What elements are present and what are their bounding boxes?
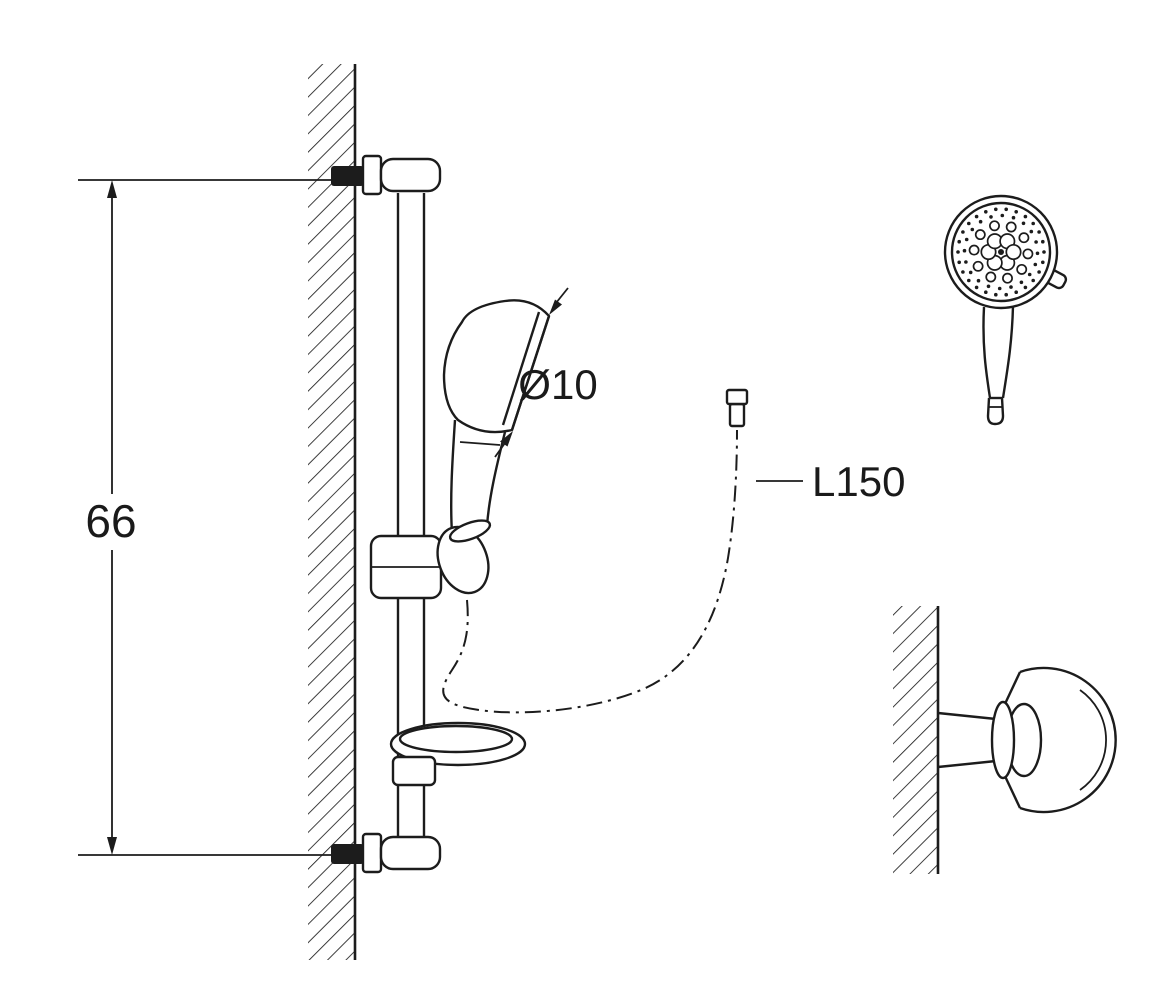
wall-hatch-left bbox=[308, 64, 355, 960]
bar-height-label: 66 bbox=[85, 495, 136, 547]
shower-hose bbox=[442, 388, 749, 714]
hose-length-label: L150 bbox=[812, 458, 905, 505]
stem-flange bbox=[990, 700, 1016, 780]
slide-bar-assembly bbox=[331, 154, 442, 874]
wall-left bbox=[308, 64, 357, 960]
soap-dish bbox=[389, 721, 527, 787]
hose-connector bbox=[728, 402, 746, 428]
knob-highlight-crescent bbox=[1079, 689, 1107, 791]
hose-dashdot-curve bbox=[442, 429, 738, 714]
front-view-handle bbox=[982, 305, 1015, 426]
wall-bracket-side-view bbox=[893, 606, 1117, 874]
bottom-wall-anchor bbox=[331, 844, 364, 864]
dimension-bar-height: 66 bbox=[78, 179, 344, 856]
wall-hatch-right bbox=[893, 606, 938, 874]
hand-shower-side-view bbox=[442, 299, 551, 535]
top-wall-anchor bbox=[331, 166, 364, 186]
spray-face-dots bbox=[956, 207, 1046, 297]
slider-holder bbox=[369, 519, 492, 600]
hand-shower-front-view bbox=[943, 194, 1068, 426]
hose-length-callout: L150 bbox=[756, 458, 905, 505]
head-diameter-label: Ø10 bbox=[518, 361, 597, 408]
dimension-head-diameter: Ø10 bbox=[494, 287, 598, 458]
